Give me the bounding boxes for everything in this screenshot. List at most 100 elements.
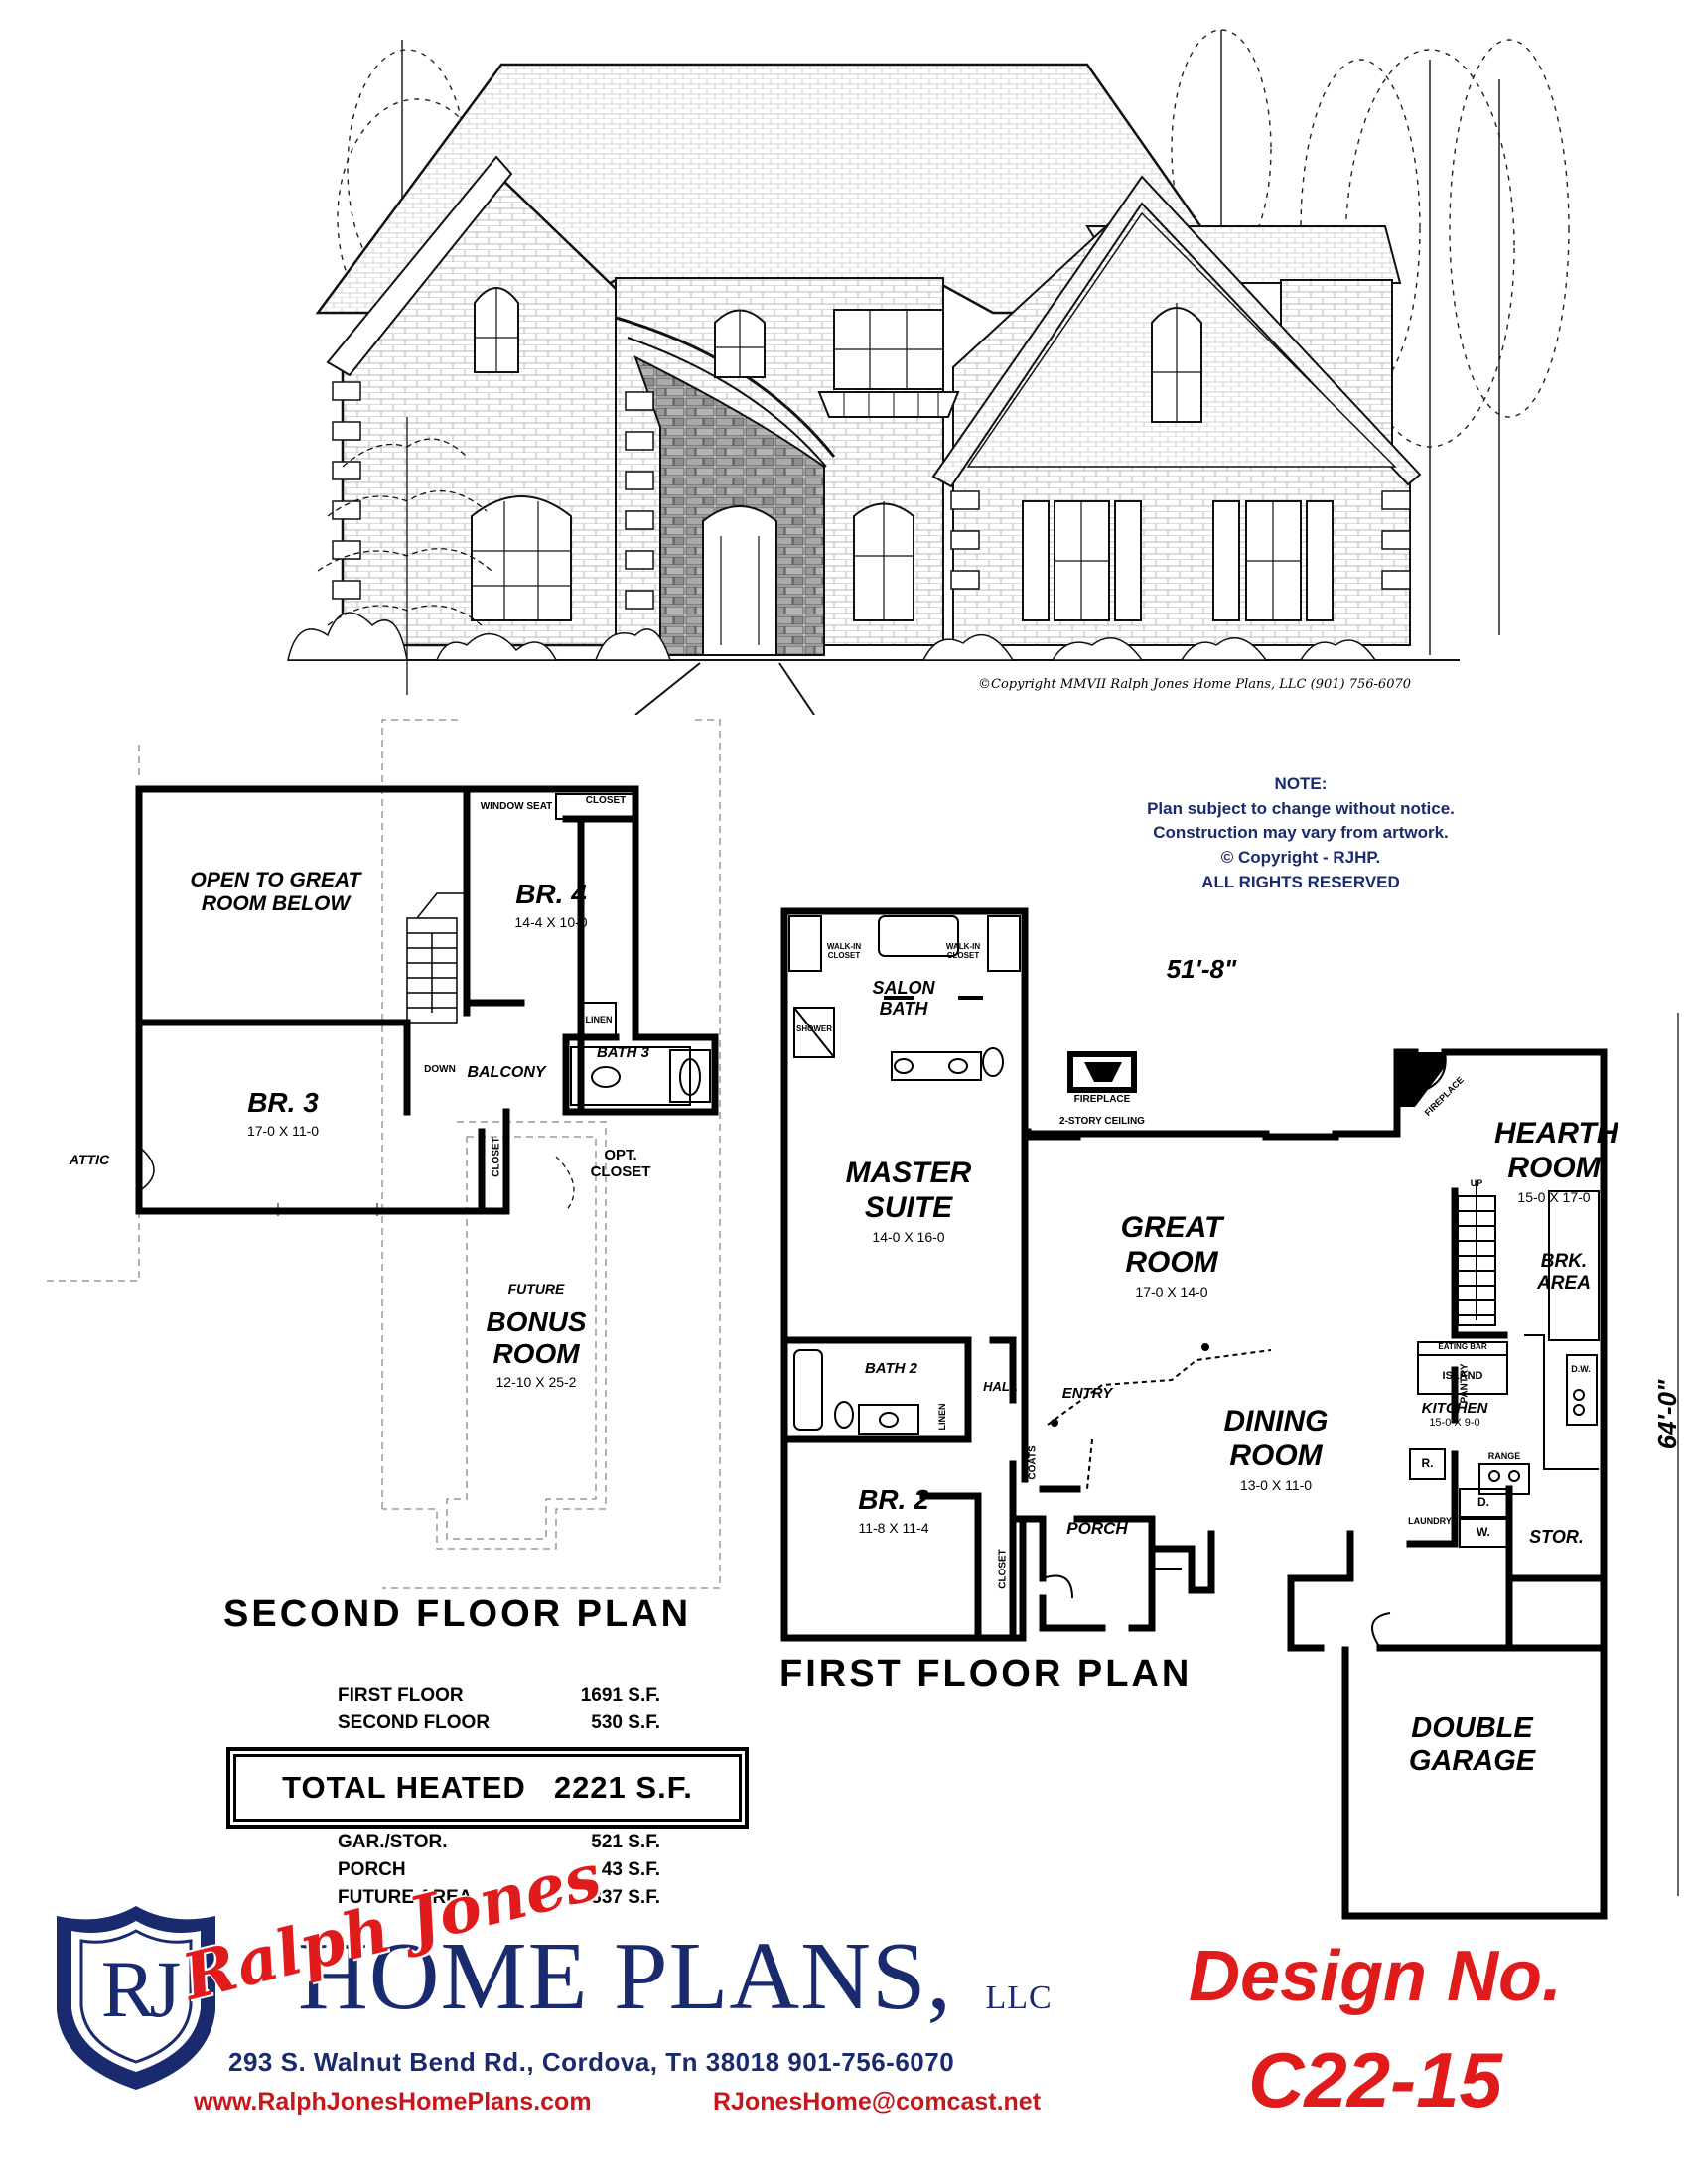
br4-name: BR. 4 <box>515 879 587 909</box>
storage-label: STOR. <box>1529 1527 1584 1547</box>
attic-label: ATTIC <box>69 1152 110 1167</box>
br4-room: BR. 4 14-4 X 10-0 <box>487 879 616 930</box>
opt-closet-label: OPT. CLOSET <box>590 1147 651 1181</box>
company-website: www.RalphJonesHomePlans.com <box>194 2088 592 2116</box>
shower-label: SHOWER <box>796 1024 832 1033</box>
brand-llc: LLC <box>985 1979 1053 2016</box>
area-table-top: FIRST FLOOR 1691 S.F. SECOND FLOOR 530 S… <box>338 1682 660 1737</box>
note-line4: ALL RIGHTS RESERVED <box>1201 872 1400 891</box>
note-line1: Plan subject to change without notice. <box>1147 798 1455 818</box>
dining-name: DINING ROOM <box>1223 1405 1329 1472</box>
porch-label: PORCH <box>1066 1519 1128 1538</box>
area-value: 530 S.F. <box>591 1712 660 1733</box>
br2-dim: 11-8 X 11-4 <box>858 1520 929 1537</box>
walkin-closet-2: WALK-IN CLOSET <box>945 942 981 960</box>
washer-label: W. <box>1477 1525 1490 1539</box>
closet-label-1f: CLOSET <box>997 1549 1009 1589</box>
second-floor-plan: OPEN TO GREAT ROOM BELOW BR. 4 14-4 X 10… <box>0 695 755 1668</box>
second-floor-walls <box>45 719 721 1589</box>
master-dim: 14-0 X 16-0 <box>872 1229 945 1245</box>
area-value: 1691 S.F. <box>580 1685 660 1706</box>
kitchen-name: KITCHEN <box>1421 1400 1488 1417</box>
first-floor-title: FIRST FLOOR PLAN <box>779 1653 1193 1695</box>
bonus-dim: 12-10 X 25-2 <box>495 1374 577 1391</box>
brand-home-plans: HOME PLANS, <box>298 1923 952 2030</box>
bonus-name: BONUS ROOM <box>486 1306 587 1370</box>
design-label: Design No. <box>1188 1937 1563 2016</box>
walkin-closet-1: WALK-IN CLOSET <box>826 942 862 960</box>
range-label: RANGE <box>1487 1451 1521 1461</box>
first-floor-plan: 51'-8" 64'-0" WALK-IN CLOSET WALK-IN CLO… <box>755 884 1688 1956</box>
island-label: ISLAND <box>1442 1370 1483 1382</box>
company-email: RJonesHome@comcast.net <box>713 2088 1042 2116</box>
total-heated-box: TOTAL HEATED 2221 S.F. <box>226 1747 749 1829</box>
area-label: FIRST FLOOR <box>338 1685 464 1706</box>
bonus-room: FUTURE BONUS ROOM 12-10 X 25-2 <box>462 1281 611 1391</box>
area-row-porch: PORCH 43 S.F. <box>338 1856 660 1884</box>
master-suite-room: MASTER SUITE 14-0 X 16-0 <box>824 1157 993 1245</box>
area-label: GAR./STOR. <box>338 1832 448 1852</box>
salon-bath-label: SALON BATH <box>872 978 935 1019</box>
br3-dim: 17-0 X 11-0 <box>246 1123 320 1140</box>
front-elevation: ©Copyright MMVII Ralph Jones Home Plans,… <box>0 0 1688 715</box>
shield-icon <box>57 1906 215 2090</box>
br3-name: BR. 3 <box>247 1087 319 1118</box>
hearth-room: HEARTH ROOM 15-0 X 17-0 <box>1479 1117 1628 1205</box>
fireplace-label-1: FIREPLACE <box>1073 1094 1131 1105</box>
br2-name: BR. 2 <box>858 1484 929 1515</box>
area-label: SECOND FLOOR <box>338 1712 491 1733</box>
coats-label: COATS <box>1027 1445 1039 1480</box>
area-table-bottom: GAR./STOR. 521 S.F. PORCH 43 S.F. FUTURE… <box>338 1829 660 1912</box>
first-floor-walls <box>780 907 1679 1920</box>
second-floor-title: SECOND FLOOR PLAN <box>223 1593 692 1635</box>
area-row-first-floor: FIRST FLOOR 1691 S.F. <box>338 1682 660 1709</box>
disclaimer-note: NOTE: Plan subject to change without not… <box>1122 772 1479 894</box>
bath2-label: BATH 2 <box>864 1360 918 1377</box>
area-label: FUTURE AREA <box>338 1887 473 1908</box>
refrigerator-label: R. <box>1421 1456 1434 1470</box>
closet-label: CLOSET <box>585 795 627 806</box>
br2-room: BR. 2 11-8 X 11-4 <box>824 1484 963 1536</box>
up-label: UP <box>1470 1178 1483 1188</box>
company-address: 293 S. Walnut Bend Rd., Cordova, Tn 3801… <box>228 2047 955 2077</box>
hall-label: HALL <box>983 1379 1018 1394</box>
great-name: GREAT ROOM <box>1120 1211 1223 1279</box>
area-label: PORCH <box>338 1859 406 1880</box>
design-number: C22-15 <box>1248 2036 1502 2123</box>
breakfast-area-label: BRK. AREA <box>1537 1251 1591 1294</box>
area-row-future: FUTURE AREA 337 S.F. <box>338 1884 660 1912</box>
note-line2: Construction may vary from artwork. <box>1153 823 1449 843</box>
two-story-ceiling-label: 2-STORY CEILING <box>1059 1116 1145 1127</box>
area-row-garage: GAR./STOR. 521 S.F. <box>338 1829 660 1856</box>
area-value: 43 S.F. <box>601 1859 660 1880</box>
great-dim: 17-0 X 14-0 <box>1135 1284 1208 1299</box>
future-label: FUTURE <box>507 1281 565 1297</box>
dryer-label: D. <box>1477 1495 1489 1509</box>
br3-room: BR. 3 17-0 X 11-0 <box>204 1087 362 1139</box>
eating-bar-label: EATING BAR <box>1438 1342 1487 1351</box>
balcony-label: BALCONY <box>467 1064 546 1081</box>
note-heading: NOTE: <box>1274 774 1328 793</box>
entry-label: ENTRY <box>1061 1385 1113 1402</box>
rj-shield-logo: RJ <box>52 1901 220 2095</box>
laundry-label: LAUNDRY <box>1408 1516 1452 1526</box>
depth-dimension: 64'-0" <box>1652 1379 1683 1450</box>
great-room: GREAT ROOM 17-0 X 14-0 <box>1087 1211 1256 1299</box>
linen-label-1f: LINEN <box>937 1403 948 1431</box>
double-garage-label: DOUBLE GARAGE <box>1408 1712 1536 1778</box>
hearth-name: HEARTH ROOM <box>1494 1117 1618 1184</box>
elevation-copyright: ©Copyright MMVII Ralph Jones Home Plans,… <box>978 677 1412 692</box>
area-row-second-floor: SECOND FLOOR 530 S.F. <box>338 1709 660 1737</box>
dining-dim: 13-0 X 11-0 <box>1239 1477 1313 1493</box>
window-seat-label: WINDOW SEAT <box>480 801 553 812</box>
br4-dim: 14-4 X 10-0 <box>514 914 588 931</box>
bath3-label: BATH 3 <box>596 1044 650 1061</box>
total-value: 2221 S.F. <box>553 1770 693 1805</box>
master-name: MASTER SUITE <box>845 1157 972 1224</box>
dishwasher-label: D.W. <box>1571 1364 1591 1374</box>
down-label: DOWN <box>424 1064 456 1075</box>
logo-letters: RJ <box>100 1944 182 2034</box>
width-dimension: 51'-8" <box>1166 954 1237 984</box>
linen-label: LINEN <box>585 1015 613 1024</box>
house-elevation-svg <box>287 29 1570 715</box>
